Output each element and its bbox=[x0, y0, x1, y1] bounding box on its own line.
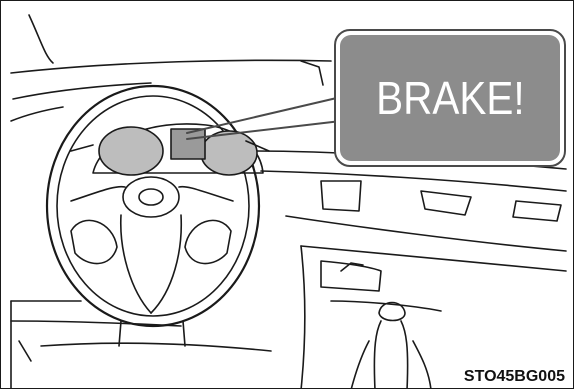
brake-warning-callout: BRAKE! bbox=[334, 29, 566, 167]
brake-warning-text: BRAKE! bbox=[376, 71, 524, 125]
warning-display: BRAKE! bbox=[340, 35, 560, 161]
figure-code-label: STO45BG005 bbox=[464, 368, 565, 386]
